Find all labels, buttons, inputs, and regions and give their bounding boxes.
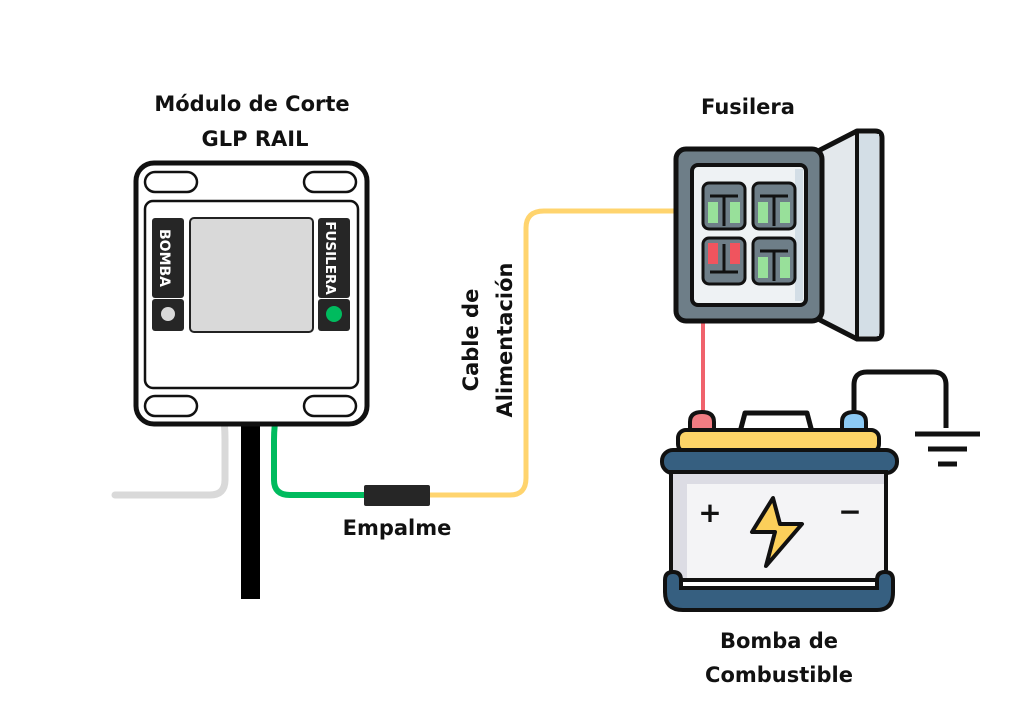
- mount-slot: [302, 170, 358, 194]
- mount-slot: [302, 394, 358, 418]
- negative-terminal: [840, 409, 868, 434]
- cut-module: [133, 160, 370, 427]
- fuse-box-title: Fusilera: [701, 95, 795, 119]
- plus-symbol: +: [698, 496, 721, 529]
- power-cable-label-line1: Cable de: [459, 289, 483, 392]
- ground-icon: [915, 431, 980, 467]
- breaker-2: [751, 181, 797, 231]
- port-right-label: FUSILERA: [322, 221, 338, 295]
- breaker-1: [701, 181, 747, 231]
- mount-slot: [143, 170, 199, 194]
- battery-title-line2: Combustible: [705, 663, 853, 687]
- battery-band: [660, 448, 899, 475]
- yellow-power-cable: [425, 208, 683, 498]
- mount-slot: [143, 394, 199, 418]
- minus-symbol: −: [838, 495, 861, 528]
- display-screen: [189, 217, 314, 333]
- module-title-line2: GLP RAIL: [202, 127, 309, 151]
- port-right-label-block: [318, 218, 350, 298]
- module-title-line1: Módulo de Corte: [154, 92, 349, 116]
- ground-wire: [851, 369, 949, 428]
- breaker-3: [701, 236, 747, 286]
- bolt-icon: [750, 496, 804, 568]
- port-left-label: BOMBA: [156, 229, 172, 287]
- splice-label: Empalme: [343, 516, 452, 540]
- battery-title-line1: Bomba de: [720, 629, 838, 653]
- fuse-box-icon: [673, 128, 885, 342]
- battery-base: [663, 569, 895, 612]
- battery-icon: [660, 409, 899, 612]
- port-right-terminal: [326, 306, 342, 322]
- power-cable-label-line2: Alimentación: [493, 263, 517, 418]
- port-left-label-block: [152, 218, 184, 298]
- battery-handle: [737, 410, 815, 433]
- port-left-terminal: [161, 307, 175, 321]
- positive-terminal: [688, 409, 716, 434]
- splice-connector: [364, 485, 430, 506]
- breaker-4: [751, 236, 797, 286]
